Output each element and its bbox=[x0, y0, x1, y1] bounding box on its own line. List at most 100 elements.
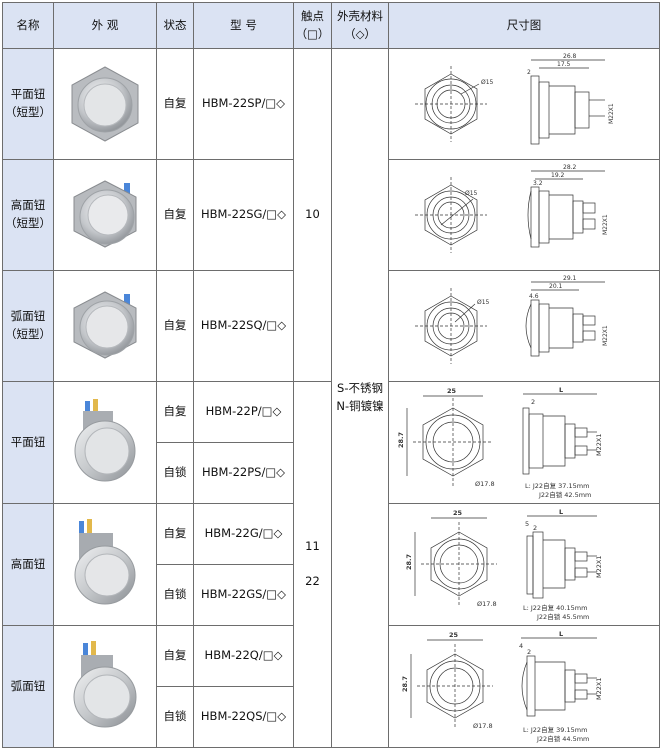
table-row: 高面钮 （短型） 自复 HBM-22SG/□◇ Ø15 28.2 19.2 3.2… bbox=[2, 159, 660, 271]
state-cell: 自锁 bbox=[156, 686, 194, 748]
dimension-drawing-3: Ø15 29.1 20.1 4.6 M22X1 bbox=[415, 275, 609, 364]
model-cell: HBM-22Q/□◇ bbox=[193, 625, 294, 687]
row-name: 平面钮 bbox=[2, 381, 54, 504]
appearance-cell bbox=[53, 159, 157, 271]
diagram-note-1: L: J22自复 39.15mm bbox=[523, 725, 587, 734]
diagram-note-2: J22自锁 42.5mm bbox=[538, 490, 591, 499]
diagram-height: 28.7 bbox=[405, 553, 413, 569]
diagram-note-2: J22自锁 45.5mm bbox=[536, 612, 589, 621]
button-photo-flat bbox=[74, 398, 136, 481]
row-name-line1: 平面钮 bbox=[10, 87, 46, 102]
model-cell: HBM-22SQ/□◇ bbox=[193, 270, 294, 382]
row-name-line1: 弧面钮 bbox=[10, 678, 46, 693]
diagram-dia-label: Ø15 bbox=[465, 190, 478, 197]
header-appearance: 外 观 bbox=[53, 2, 157, 49]
diagram-dim-small: 2 bbox=[531, 398, 535, 406]
model-cell: HBM-22GS/□◇ bbox=[193, 564, 294, 626]
diagram-length: L bbox=[559, 630, 563, 638]
dimension-drawing-6: 25 28.7 Ø17.8 L 4 2 M22X1 L: J22自复 39.15… bbox=[401, 630, 603, 743]
header-material: 外壳材料（◇） bbox=[331, 2, 389, 49]
model-cell: HBM-22QS/□◇ bbox=[193, 686, 294, 748]
diagram-note-1: L: J22自复 37.15mm bbox=[525, 481, 589, 490]
state-cell: 自锁 bbox=[156, 564, 194, 626]
state-cell: 自锁 bbox=[156, 442, 194, 504]
diagram-dim-total: 28.2 bbox=[563, 164, 577, 171]
table-row: 自锁 HBM-22PS/□◇ bbox=[3, 442, 660, 504]
diagram-dia-label: Ø17.8 bbox=[477, 600, 497, 608]
contact-line1: 11 bbox=[305, 538, 320, 553]
diagram-length: L bbox=[559, 386, 563, 394]
contact-cell: 10 bbox=[293, 48, 332, 382]
state-cell: 自复 bbox=[156, 503, 194, 565]
row-name: 平面钮（短型） bbox=[2, 48, 54, 160]
diagram-length: L bbox=[559, 508, 563, 516]
button-photo-arc-short bbox=[73, 291, 137, 359]
diagram-dim-total: 29.1 bbox=[563, 275, 577, 282]
diagram-width: 25 bbox=[449, 631, 459, 639]
diagram-height: 28.7 bbox=[397, 431, 405, 447]
diagram-dia-label: Ø17.8 bbox=[475, 480, 495, 488]
appearance-cell bbox=[53, 503, 157, 626]
table-row: 弧面钮（短型） 自复 HBM-22SQ/□◇ Ø15 29.1 20.1 4.6… bbox=[2, 270, 660, 382]
diagram-dim-total: 26.8 bbox=[563, 53, 577, 60]
table-row: 高面钮 自复 HBM-22G/□◇ 25 28.7 Ø17.8 L 5 2 M2… bbox=[2, 503, 660, 626]
state-cell: 自复 bbox=[156, 159, 194, 271]
diagram-thread: M22X1 bbox=[602, 325, 609, 346]
row-name-line2: （短型） bbox=[5, 327, 51, 341]
diagram-width: 25 bbox=[447, 387, 457, 395]
model-cell: HBM-22G/□◇ bbox=[193, 503, 294, 565]
row-name: 高面钮 （短型） bbox=[2, 159, 54, 271]
diagram-dim-mid: 17.5 bbox=[557, 61, 571, 68]
dimension-cell: Ø15 26.8 17.5 2 M22X1 bbox=[388, 48, 660, 160]
state-cell: 自复 bbox=[156, 48, 194, 160]
button-photo-high bbox=[74, 518, 136, 604]
appearance-cell bbox=[53, 48, 157, 160]
header-contact-line1: 触点 bbox=[301, 8, 324, 23]
diagram-dim-small-2: 2 bbox=[527, 648, 531, 656]
diagram-dia-label: Ø15 bbox=[481, 79, 494, 86]
row-name: 弧面钮（短型） bbox=[2, 270, 54, 382]
header-dimension: 尺寸图 bbox=[388, 2, 660, 49]
row-name-line1: 高面钮 bbox=[10, 198, 46, 213]
material-line1: S-不锈钢 bbox=[337, 381, 383, 396]
dimension-drawing-1: Ø15 26.8 17.5 2 M22X1 bbox=[415, 53, 615, 145]
button-photo-arc bbox=[73, 640, 137, 727]
diagram-thread: M22X1 bbox=[595, 677, 603, 699]
dimension-cell: 25 28.7 Ø17.8 L 4 2 M22X1 L: J22自复 39.15… bbox=[388, 625, 660, 748]
header-state: 状态 bbox=[156, 2, 194, 49]
state-cell: 自复 bbox=[156, 625, 194, 687]
header-contact-line2: （□） bbox=[295, 26, 330, 41]
dimension-drawing-4: 25 28.7 Ø17.8 L 2 M22X1 L: J22自复 37.15mm… bbox=[397, 386, 603, 499]
diagram-dim-small-2: 2 bbox=[533, 524, 537, 532]
material-line2: N-铜镀镍 bbox=[336, 399, 384, 413]
diagram-thread: M22X1 bbox=[602, 214, 609, 235]
row-name-line1: 高面钮 bbox=[10, 556, 46, 571]
diagram-note-1: L: J22自复 40.15mm bbox=[523, 603, 587, 612]
dimension-drawing-2: Ø15 28.2 19.2 3.2 M22X1 bbox=[415, 164, 609, 253]
dimension-cell: 25 28.7 Ø17.8 L 2 M22X1 L: J22自复 37.15mm… bbox=[388, 381, 660, 504]
model-cell: HBM-22PS/□◇ bbox=[193, 442, 294, 504]
model-cell: HBM-22SP/□◇ bbox=[193, 48, 294, 160]
row-name-line2: （短型） bbox=[5, 216, 51, 230]
appearance-cell bbox=[53, 270, 157, 382]
diagram-dim-small: 3.2 bbox=[533, 180, 543, 187]
dimension-cell: 25 28.7 Ø17.8 L 5 2 M22X1 L: J22自复 40.15… bbox=[388, 503, 660, 626]
diagram-dim-small: 4.6 bbox=[529, 293, 539, 300]
header-row: 名称 外 观 状态 型 号 触点（□） 外壳材料（◇） 尺寸图 bbox=[2, 2, 660, 49]
model-cell: HBM-22SG/□◇ bbox=[193, 159, 294, 271]
table-row: 弧面钮 自复 HBM-22Q/□◇ 25 28.7 Ø17.8 L 4 2 M2… bbox=[2, 625, 660, 748]
diagram-width: 25 bbox=[453, 509, 463, 517]
diagram-dia-label: Ø15 bbox=[477, 299, 490, 306]
dimension-cell: Ø15 28.2 19.2 3.2 M22X1 bbox=[388, 159, 660, 271]
dimension-drawing-5: 25 28.7 Ø17.8 L 5 2 M22X1 L: J22自复 40.15… bbox=[405, 508, 603, 621]
diagram-dim-small: 2 bbox=[527, 69, 531, 76]
appearance-cell bbox=[53, 381, 157, 504]
appearance-cell bbox=[53, 625, 157, 748]
button-photo-high-short bbox=[73, 180, 137, 248]
header-material-line1: 外壳材料 bbox=[337, 8, 383, 23]
diagram-dim-small: 5 bbox=[525, 520, 529, 528]
row-name-line1: 平面钮 bbox=[10, 434, 46, 449]
